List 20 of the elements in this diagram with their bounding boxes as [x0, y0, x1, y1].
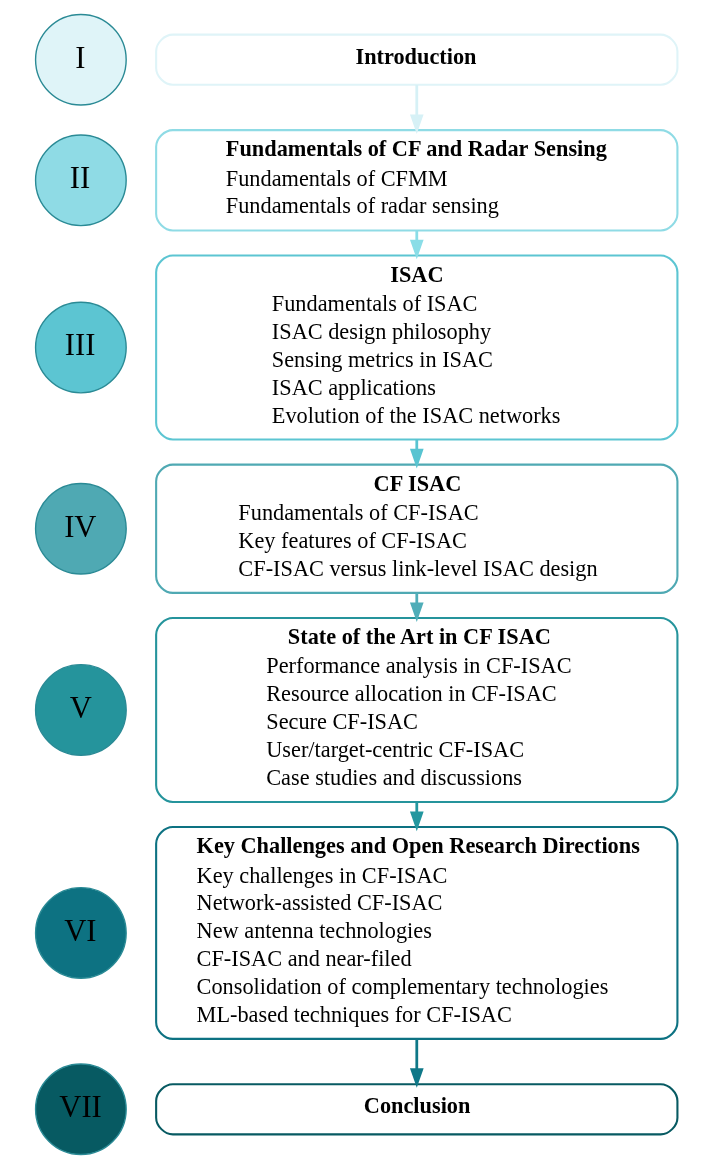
node-box: Introduction [155, 33, 679, 86]
node-circle: III [34, 301, 127, 394]
node-circle: V [34, 663, 127, 756]
node-circle: VII [34, 1063, 127, 1156]
node-circle: VI [34, 886, 127, 979]
node-circle: IV [34, 482, 127, 575]
arrow [409, 593, 424, 622]
node-circle: I [34, 13, 127, 106]
node-box: Key Challenges and Open Research Directions Key challenges in CF-ISAC Network-assisted CF-ISAC New antenna technologies CF-ISAC and near-filed Consolidation of complementary technologies ML-based techniques for CF-ISAC [155, 825, 679, 1040]
node-box: Conclusion [155, 1083, 679, 1136]
node-box: CF ISAC Fundamentals of CF-ISAC Key features of CF-ISAC CF-ISAC versus link-level ISAC design [155, 463, 679, 594]
arrow [409, 439, 424, 469]
node-circle: II [34, 134, 127, 227]
arrow [409, 802, 424, 832]
arrow [409, 84, 424, 135]
arrow [409, 230, 424, 260]
node-box: Fundamentals of CF and Radar Sensing Fundamentals of CFMM Fundamentals of radar sensing [155, 129, 679, 232]
arrow [409, 1039, 424, 1088]
node-box: State of the Art in CF ISAC Performance analysis in CF-ISAC Resource allocation in CF-ISAC Secure CF-ISAC User/target-centric CF-ISAC Case studies and discussions [155, 616, 679, 803]
node-box: ISAC Fundamentals of ISAC ISAC design philosophy Sensing metrics in ISAC ISAC applications Evolution of the ISAC networks [155, 254, 679, 441]
